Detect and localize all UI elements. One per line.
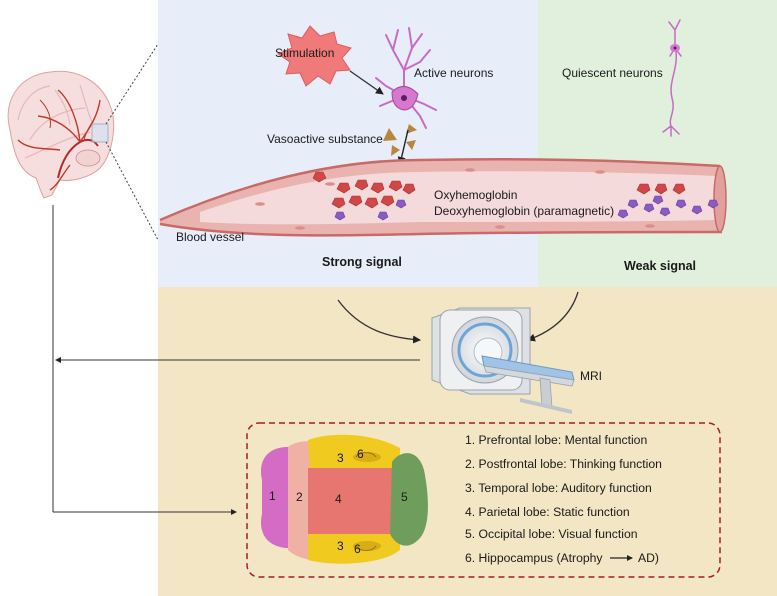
oxyhemoglobin-label: Oxyhemoglobin bbox=[434, 188, 517, 202]
zoom-line-bottom bbox=[105, 141, 159, 241]
blood-vessel-label: Blood vessel bbox=[176, 230, 244, 244]
vasoactive-particles bbox=[383, 124, 417, 156]
lobe-label-6-bottom: 6 bbox=[354, 542, 361, 556]
lobe-label-4: 4 bbox=[335, 492, 342, 506]
lobe-label-3-top: 3 bbox=[337, 451, 344, 465]
active-neurons-label: Active neurons bbox=[414, 66, 493, 80]
legend-item-4: 4. Parietal lobe: Static function bbox=[465, 505, 630, 519]
active-neuron bbox=[375, 27, 437, 129]
oxyhemoglobin-cells bbox=[312, 171, 686, 209]
legend-item-2: 2. Postfrontal lobe: Thinking function bbox=[465, 457, 662, 471]
legend-item-3: 3. Temporal lobe: Auditory function bbox=[465, 481, 652, 495]
legend-item-6-prefix: 6. Hippocampus (Atrophy bbox=[465, 551, 603, 565]
vasoactive-arrow bbox=[397, 129, 409, 165]
strong-to-mri-arrow bbox=[337, 299, 421, 344]
lobe-label-1: 1 bbox=[269, 489, 276, 503]
weak-to-mri-arrow bbox=[527, 291, 579, 342]
lobe-label-5: 5 bbox=[401, 490, 408, 504]
quiescent-panel bbox=[538, 0, 777, 287]
deoxyhemoglobin-label: Deoxyhemoglobin (paramagnetic) bbox=[434, 204, 614, 218]
zoom-line-top bbox=[105, 43, 159, 125]
mri-machine bbox=[431, 307, 575, 414]
lobe-label-2: 2 bbox=[296, 490, 303, 504]
lobe-map bbox=[261, 434, 428, 564]
lobe-label-3-bottom: 3 bbox=[337, 539, 344, 553]
blood-vessel bbox=[159, 158, 727, 237]
lobe-frame bbox=[246, 422, 721, 578]
stimulation-label: Stimulation bbox=[275, 46, 334, 60]
stimulation-arrow bbox=[349, 70, 384, 95]
quiescent-neuron bbox=[662, 19, 682, 137]
zoom-region bbox=[91, 123, 109, 143]
brain-illustration bbox=[7, 70, 115, 199]
deoxyhemoglobin-cells bbox=[334, 195, 719, 221]
weak-signal-label: Weak signal bbox=[624, 259, 696, 273]
lobe-label-6-top: 6 bbox=[357, 447, 364, 461]
legend-item-6-suffix: AD) bbox=[638, 551, 659, 565]
legend-item-5: 5. Occipital lobe: Visual function bbox=[465, 527, 638, 541]
vasoactive-label: Vasoactive substance bbox=[267, 132, 383, 146]
strong-signal-label: Strong signal bbox=[322, 255, 402, 269]
legend-item-1: 1. Prefrontal lobe: Mental function bbox=[465, 433, 647, 447]
stimulation-burst bbox=[276, 25, 352, 87]
mri-label: MRI bbox=[580, 369, 602, 383]
quiescent-neurons-label: Quiescent neurons bbox=[562, 66, 663, 80]
